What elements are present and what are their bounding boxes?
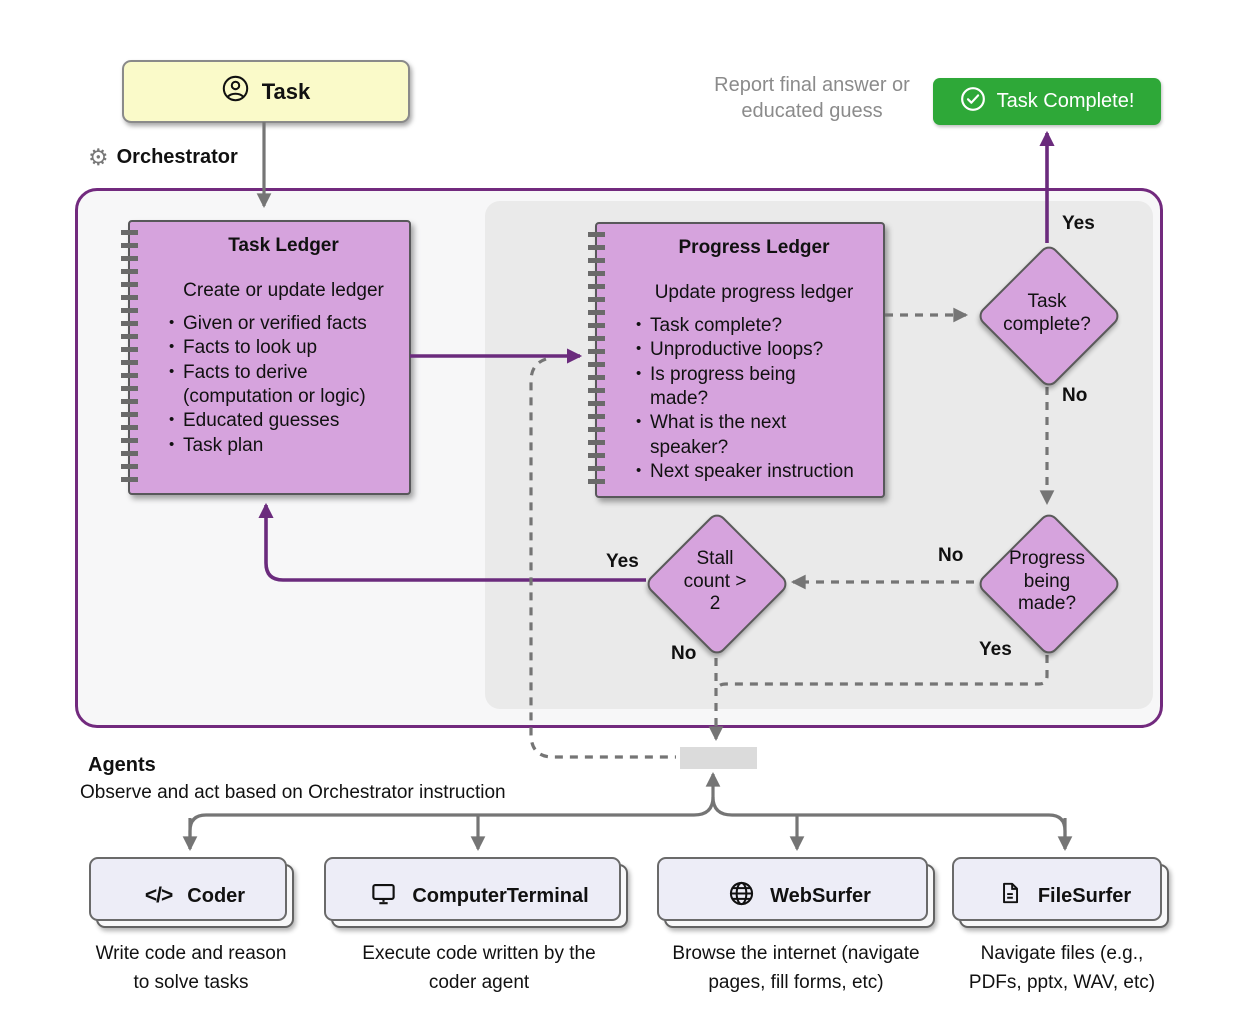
task-ledger-bullets: Given or verified factsFacts to look upF… (166, 312, 401, 458)
edge-label-stall-no: No (671, 643, 697, 664)
agents-title: Agents (88, 754, 156, 776)
edge-label-stall-yes: Yes (606, 551, 639, 572)
edge-label-progress-yes: Yes (979, 639, 1012, 660)
progress-ledger-bullets: Task complete?Unproductive loops?Is prog… (633, 314, 875, 484)
agent-terminal-label: ComputerTerminal (412, 884, 589, 907)
orchestrator-title: Orchestrator (116, 146, 238, 168)
ledger-bullet: Is progress being made? (636, 363, 871, 412)
edge-label-yes-complete: Yes (1062, 213, 1095, 234)
agent-coder-description: Write code and reason to solve tasks (95, 943, 287, 993)
task-ledger-title: Task Ledger (228, 235, 339, 256)
check-circle-icon (960, 86, 986, 118)
agent-filesurfer-description: Navigate files (e.g., PDFs, pptx, WAV, e… (968, 943, 1156, 993)
task-complete-label: Task Complete! (996, 90, 1135, 112)
task-ledger-subtitle: Create or update ledger (183, 280, 384, 301)
task-ledger: Task Ledger Create or update ledger Give… (121, 220, 411, 495)
ledger-bullet: Given or verified facts (169, 312, 397, 336)
report-note: Report final answer or educated guess (714, 74, 910, 122)
decision-stall-label: Stall count > 2 (683, 547, 747, 615)
ledger-bullet: Facts to derive (computation or logic) (169, 361, 397, 410)
spiral-binding-icon (121, 230, 138, 485)
agents-subtitle: Observe and act based on Orchestrator in… (80, 782, 506, 803)
edge-label-no-complete: No (1062, 385, 1088, 406)
edge-label-progress-no: No (938, 545, 964, 566)
decision-task-complete-label: Task complete? (1003, 291, 1091, 335)
agent-filesurfer-label: FileSurfer (1037, 884, 1132, 907)
ledger-bullet: What is the next speaker? (636, 411, 871, 460)
progress-ledger-subtitle: Update progress ledger (654, 282, 854, 303)
decision-progress-label: Progress being made? (1008, 547, 1086, 615)
agent-websurfer-label: WebSurfer (770, 884, 871, 907)
agent-websurfer-description: Browse the internet (navigate pages, fil… (672, 943, 920, 993)
agent-card-coder: </> Coder (89, 857, 294, 928)
person-icon (222, 75, 249, 108)
progress-ledger-title: Progress Ledger (678, 237, 830, 258)
spiral-binding-icon (588, 232, 605, 488)
ledger-bullet: Facts to look up (169, 336, 397, 360)
task-complete-box: Task Complete! (933, 78, 1161, 125)
ledger-bullet: Educated guesses (169, 409, 397, 433)
agent-terminal-description: Execute code written by the coder agent (362, 943, 596, 993)
globe-icon (728, 880, 755, 913)
task-box: Task (122, 60, 410, 123)
orchestrator-label: ⚙ Orchestrator (88, 146, 238, 169)
agents-bus-right (711, 796, 1067, 849)
monitor-icon (370, 880, 397, 913)
code-icon: </> (144, 884, 173, 907)
gear-icon: ⚙ (88, 144, 109, 170)
ledger-bullet: Task complete? (636, 314, 871, 338)
ledger-bullet: Next speaker instruction (636, 460, 871, 484)
ledger-bullet: Unproductive loops? (636, 338, 871, 362)
task-box-label: Task (261, 78, 311, 104)
progress-ledger: Progress Ledger Update progress ledger T… (588, 222, 885, 498)
file-icon (997, 880, 1023, 912)
agent-coder-label: Coder (187, 884, 246, 907)
agent-card-computerterminal: ComputerTerminal (324, 857, 628, 928)
agent-card-filesurfer: FileSurfer (952, 857, 1169, 928)
agent-handoff-node (680, 747, 757, 769)
ledger-bullet: Task plan (169, 434, 397, 458)
agent-card-websurfer: WebSurfer (657, 857, 935, 928)
